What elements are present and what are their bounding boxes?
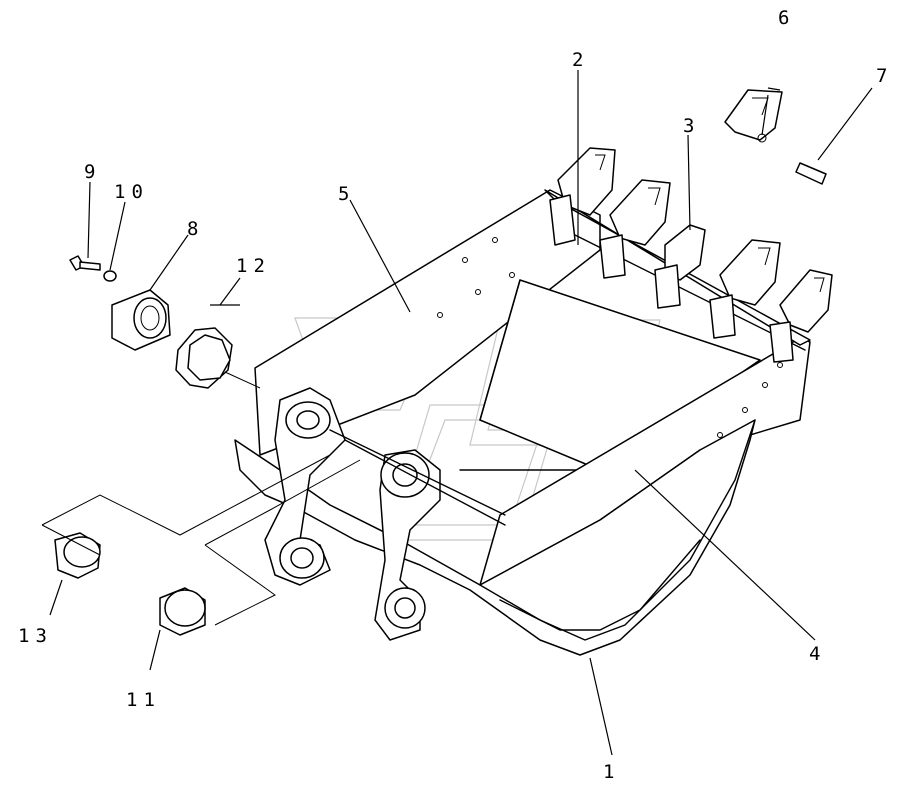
callout-12: 12 — [236, 255, 271, 277]
callout-7: 7 — [876, 65, 893, 87]
callout-6: 6 — [778, 7, 795, 29]
tooth-pin — [795, 162, 827, 185]
callout-13: 13 — [18, 625, 53, 647]
bucket-left-side-plate — [254, 189, 601, 456]
callout-8: 8 — [187, 218, 204, 240]
callout-3: 3 — [683, 115, 700, 137]
assembly-guide-lines — [41, 371, 361, 626]
bucket-teeth — [549, 147, 833, 363]
callout-5: 5 — [338, 183, 355, 205]
leader-lines — [49, 70, 873, 756]
tooth-5 — [769, 269, 833, 363]
tooth-4 — [709, 239, 781, 339]
bushing-11 — [159, 587, 206, 636]
tooth-2 — [599, 179, 671, 279]
bushing-collar — [111, 289, 171, 351]
bucket-shell — [234, 419, 756, 656]
bolt — [69, 255, 101, 271]
shim-rings — [175, 327, 233, 389]
bushing-13 — [54, 532, 101, 579]
hinge-assembly — [264, 387, 506, 641]
callout-1: 1 — [603, 761, 620, 783]
callout-11: 11 — [126, 689, 161, 711]
tooth-1 — [549, 147, 616, 246]
callout-9: 9 — [84, 161, 101, 183]
callout-2: 2 — [572, 49, 589, 71]
callout-4: 4 — [809, 643, 826, 665]
loose-tooth — [724, 89, 783, 143]
callout-labels: 1 2 3 4 5 6 7 8 9 10 11 12 13 — [18, 7, 893, 783]
callout-10: 10 — [114, 181, 149, 203]
washer — [103, 270, 117, 282]
